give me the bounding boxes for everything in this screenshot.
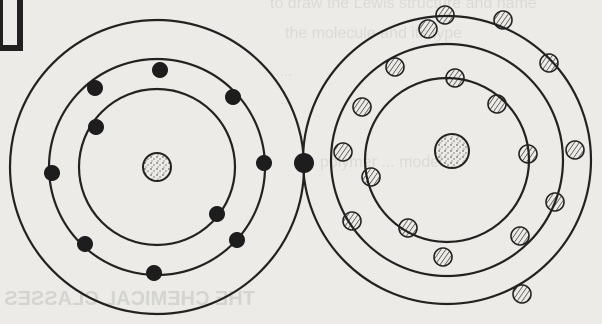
right-electron [419, 20, 437, 38]
right-electron [386, 58, 404, 76]
right-electron [540, 54, 558, 72]
left-electron [87, 80, 103, 96]
left-electron [77, 236, 93, 252]
right-electron [343, 212, 361, 230]
right-electron [436, 6, 454, 24]
right-electron [546, 193, 564, 211]
right-electron [399, 219, 417, 237]
left-electron [146, 265, 162, 281]
right-electron [362, 168, 380, 186]
right-electron [511, 227, 529, 245]
right-electron [513, 285, 531, 303]
right-electron [353, 98, 371, 116]
right-electron [446, 69, 464, 87]
right-electron [494, 11, 512, 29]
left-electron [44, 165, 60, 181]
right-electron [334, 143, 352, 161]
bleed-heading: THE CHEMICAL CLASSES [4, 288, 255, 310]
left-electron [229, 232, 245, 248]
left-electron [209, 206, 225, 222]
right-electron [519, 145, 537, 163]
right-electron [434, 248, 452, 266]
shared-electron [294, 153, 314, 173]
bleed-text-1: to draw the Lewis structure and name [270, 0, 537, 12]
right-electron [488, 95, 506, 113]
right-electron [566, 141, 584, 159]
left-electron [225, 89, 241, 105]
left-electron [152, 62, 168, 78]
bleed-text-3: ... [280, 63, 293, 80]
left-nucleus [143, 153, 171, 181]
left-electron [256, 155, 272, 171]
right-nucleus [435, 134, 469, 168]
left-electron [88, 119, 104, 135]
